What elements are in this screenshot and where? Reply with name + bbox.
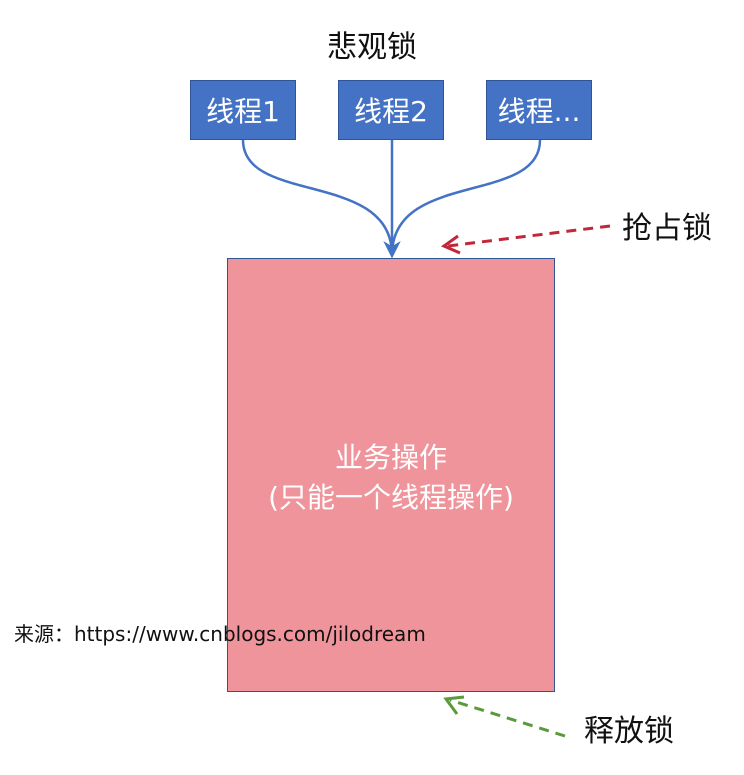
acquire-lock-arrowhead bbox=[440, 234, 461, 255]
thread-box-more: 线程... bbox=[486, 80, 592, 140]
business-operation-line-1: 业务操作 bbox=[334, 441, 447, 474]
business-operation-box bbox=[227, 258, 555, 692]
thread-box-2: 线程2 bbox=[338, 80, 444, 140]
acquire-lock-label: 抢占锁 bbox=[622, 211, 712, 246]
release-lock-label: 释放锁 bbox=[584, 714, 674, 749]
release-lock-arrow bbox=[449, 698, 566, 738]
thread-box-1: 线程1 bbox=[190, 80, 296, 140]
business-operation-label: 业务操作 (只能一个线程操作) bbox=[227, 438, 555, 518]
release-lock-arrowhead bbox=[443, 695, 465, 715]
thread-1-arrow bbox=[241, 139, 394, 256]
diagram-title: 悲观锁 bbox=[327, 30, 417, 65]
acquire-lock-arrow bbox=[447, 224, 611, 248]
source-caption: 来源：https://www.cnblogs.com/jilodream bbox=[14, 622, 426, 646]
thread-3-arrow bbox=[390, 139, 542, 256]
business-operation-line-2: (只能一个线程操作) bbox=[268, 481, 514, 514]
